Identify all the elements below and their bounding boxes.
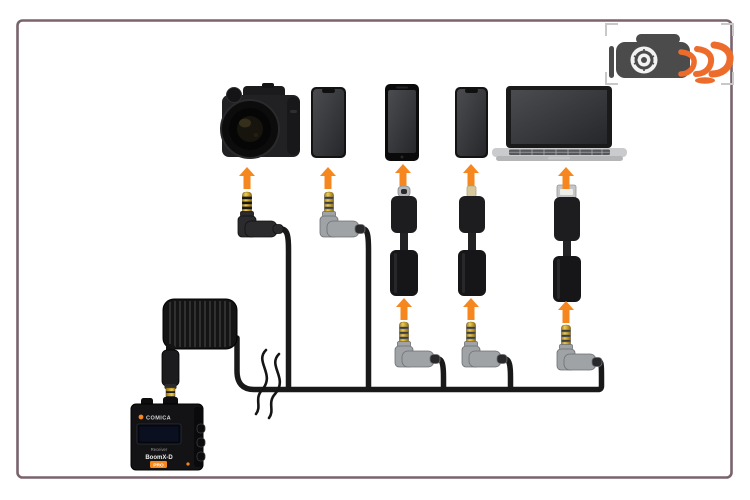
didnegar-logo bbox=[605, 23, 734, 85]
bus-cable bbox=[234, 335, 605, 393]
right-angle-plug-phone1 bbox=[320, 192, 365, 237]
phone-notch bbox=[465, 88, 478, 93]
up-arrow bbox=[320, 167, 336, 189]
right-angle-plug-lightning bbox=[462, 322, 507, 367]
coiled-cable bbox=[162, 298, 238, 353]
receiver-badge-text: PRO bbox=[153, 462, 164, 468]
receiver-accent-dot bbox=[186, 462, 190, 466]
straight-jack-plug bbox=[161, 349, 180, 409]
smartphone-icon-3 bbox=[455, 87, 488, 158]
right-angle-plug-usbc bbox=[395, 322, 440, 367]
comica-logo-dot bbox=[138, 414, 144, 420]
up-arrow bbox=[395, 164, 411, 186]
camera-logo-icon bbox=[609, 34, 690, 78]
right-angle-plug-usba bbox=[557, 325, 602, 370]
up-arrow bbox=[463, 298, 479, 320]
lightning-adapter bbox=[458, 185, 486, 296]
cable-break-marks bbox=[254, 348, 282, 420]
receiver-model-text: BoomX-D bbox=[145, 455, 173, 461]
comica-receiver: COMICA Receiver BoomX-D PRO bbox=[130, 397, 206, 471]
receiver-side-ports bbox=[196, 423, 206, 462]
laptop-icon bbox=[492, 86, 627, 161]
brand-underline bbox=[695, 77, 715, 84]
viewfinder-brackets bbox=[605, 23, 734, 85]
right-angle-plug-camera bbox=[238, 192, 283, 237]
receiver-brand-text: COMICA bbox=[146, 416, 171, 422]
dslr-camera-icon bbox=[220, 83, 300, 159]
up-arrow bbox=[396, 298, 412, 320]
up-arrow bbox=[558, 301, 574, 323]
smartphone-icon-1 bbox=[311, 87, 346, 158]
smartphone-icon-2 bbox=[385, 84, 419, 161]
camera-cable bbox=[278, 226, 292, 390]
frame-border bbox=[16, 19, 733, 479]
usb-c-adapter bbox=[390, 185, 418, 296]
up-arrow bbox=[239, 167, 255, 189]
phone-notch bbox=[322, 88, 335, 93]
phone1-cable bbox=[360, 226, 372, 390]
receiver-pro-badge bbox=[150, 461, 167, 468]
usb-a-adapter bbox=[553, 184, 581, 302]
brand-letters bbox=[678, 41, 734, 78]
receiver-screen-label: Receiver bbox=[151, 447, 168, 452]
up-arrow bbox=[463, 164, 479, 186]
